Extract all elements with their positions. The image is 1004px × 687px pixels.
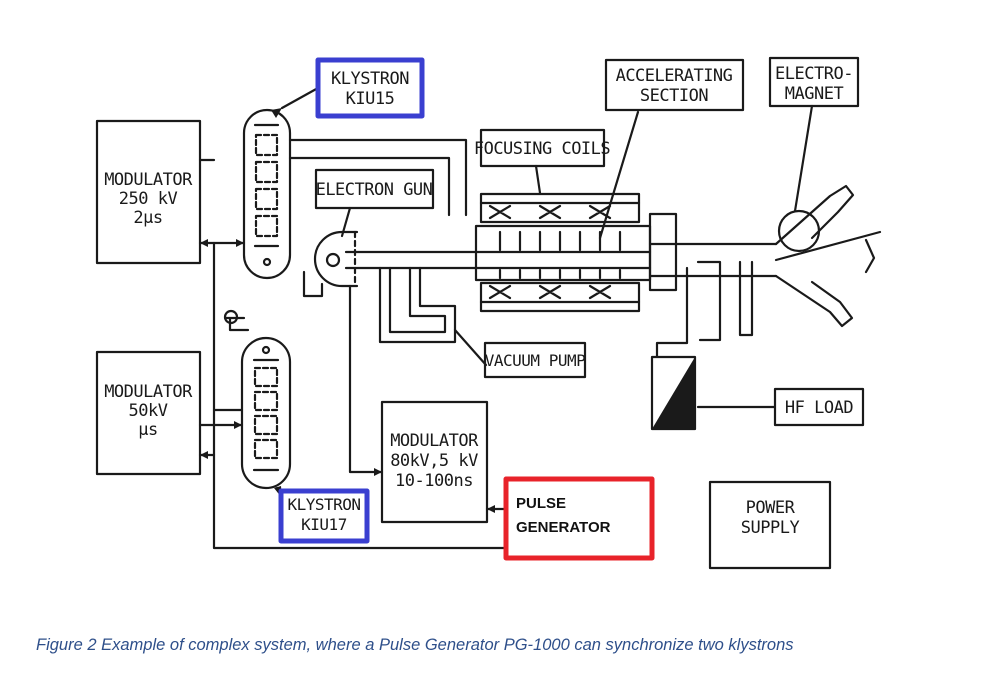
- modulator-2-line-3: μs: [138, 420, 157, 440]
- focusing-coils-label: FOCUSING COILS: [474, 139, 611, 159]
- klystron-kiu17-highlight: [278, 488, 370, 544]
- klystron-1-line-1: KLYSTRON: [331, 69, 409, 89]
- vacuum-pump-label-box: [483, 341, 587, 379]
- hf-load-label: HF LOAD: [785, 398, 853, 418]
- leader-lines: [275, 86, 814, 500]
- electro-magnet-label-box: [768, 56, 860, 108]
- modulator-3-line-3: 10-100ns: [395, 471, 473, 491]
- wiring: [198, 158, 508, 550]
- electron-gun-label: ELECTRON GUN: [316, 180, 433, 200]
- accelerating-section-line-1: ACCELERATING: [616, 66, 733, 86]
- power-supply-block: [708, 480, 832, 570]
- vacuum-pump-label: VACUUM PUMP: [485, 351, 585, 370]
- modulator-80kv-block: [380, 400, 489, 524]
- electron-gun: [313, 230, 359, 288]
- figure-caption: Figure 2 Example of complex system, wher…: [36, 636, 794, 654]
- modulator-1-line-2: 250 kV: [119, 189, 178, 209]
- electro-magnet-line-2: MAGNET: [785, 84, 844, 104]
- focusing-coils-label-box: [479, 128, 606, 168]
- modulator-3-line-2: 80kV,5 kV: [390, 451, 478, 471]
- focusing-coils: [479, 192, 641, 313]
- pulse-generator-highlight: [503, 476, 655, 561]
- power-supply-line-1: POWER: [746, 498, 796, 518]
- klystron-1-line-2: KIU15: [346, 89, 395, 109]
- electron-gun-label-box: [314, 168, 435, 210]
- hf-load-block: [650, 355, 697, 431]
- accelerating-section-label-box: [604, 58, 745, 112]
- modulator-2-line-2: 50kV: [129, 401, 168, 421]
- power-supply-line-2: SUPPLY: [741, 518, 800, 538]
- modulator-250kv-block: [95, 119, 202, 265]
- accelerating-section-tube: [474, 212, 678, 292]
- klystron-2-line-1: KLYSTRON: [287, 495, 360, 514]
- modulator-50kv-block: [95, 350, 202, 476]
- klystron-2-line-2: KIU17: [301, 515, 347, 534]
- modulator-1-line-1: MODULATOR: [104, 170, 193, 190]
- waveguide: [288, 138, 468, 217]
- klystron-kiu17-tube: [240, 336, 292, 490]
- electro-magnet-line-1: ELECTRO-: [775, 64, 853, 84]
- pulse-generator-line-1: PULSE: [516, 495, 566, 512]
- modulator-3-line-1: MODULATOR: [390, 431, 479, 451]
- accelerating-section-line-2: SECTION: [640, 86, 708, 106]
- pulse-generator-line-2: GENERATOR: [516, 519, 611, 536]
- modulator-2-line-1: MODULATOR: [104, 382, 193, 402]
- modulator-1-line-3: 2μs: [133, 208, 162, 228]
- electro-magnet: [774, 184, 882, 328]
- vacuum-pump-ports: [378, 260, 754, 358]
- klystron-kiu15-tube: [242, 108, 292, 280]
- klystron-kiu15-highlight: [315, 57, 425, 119]
